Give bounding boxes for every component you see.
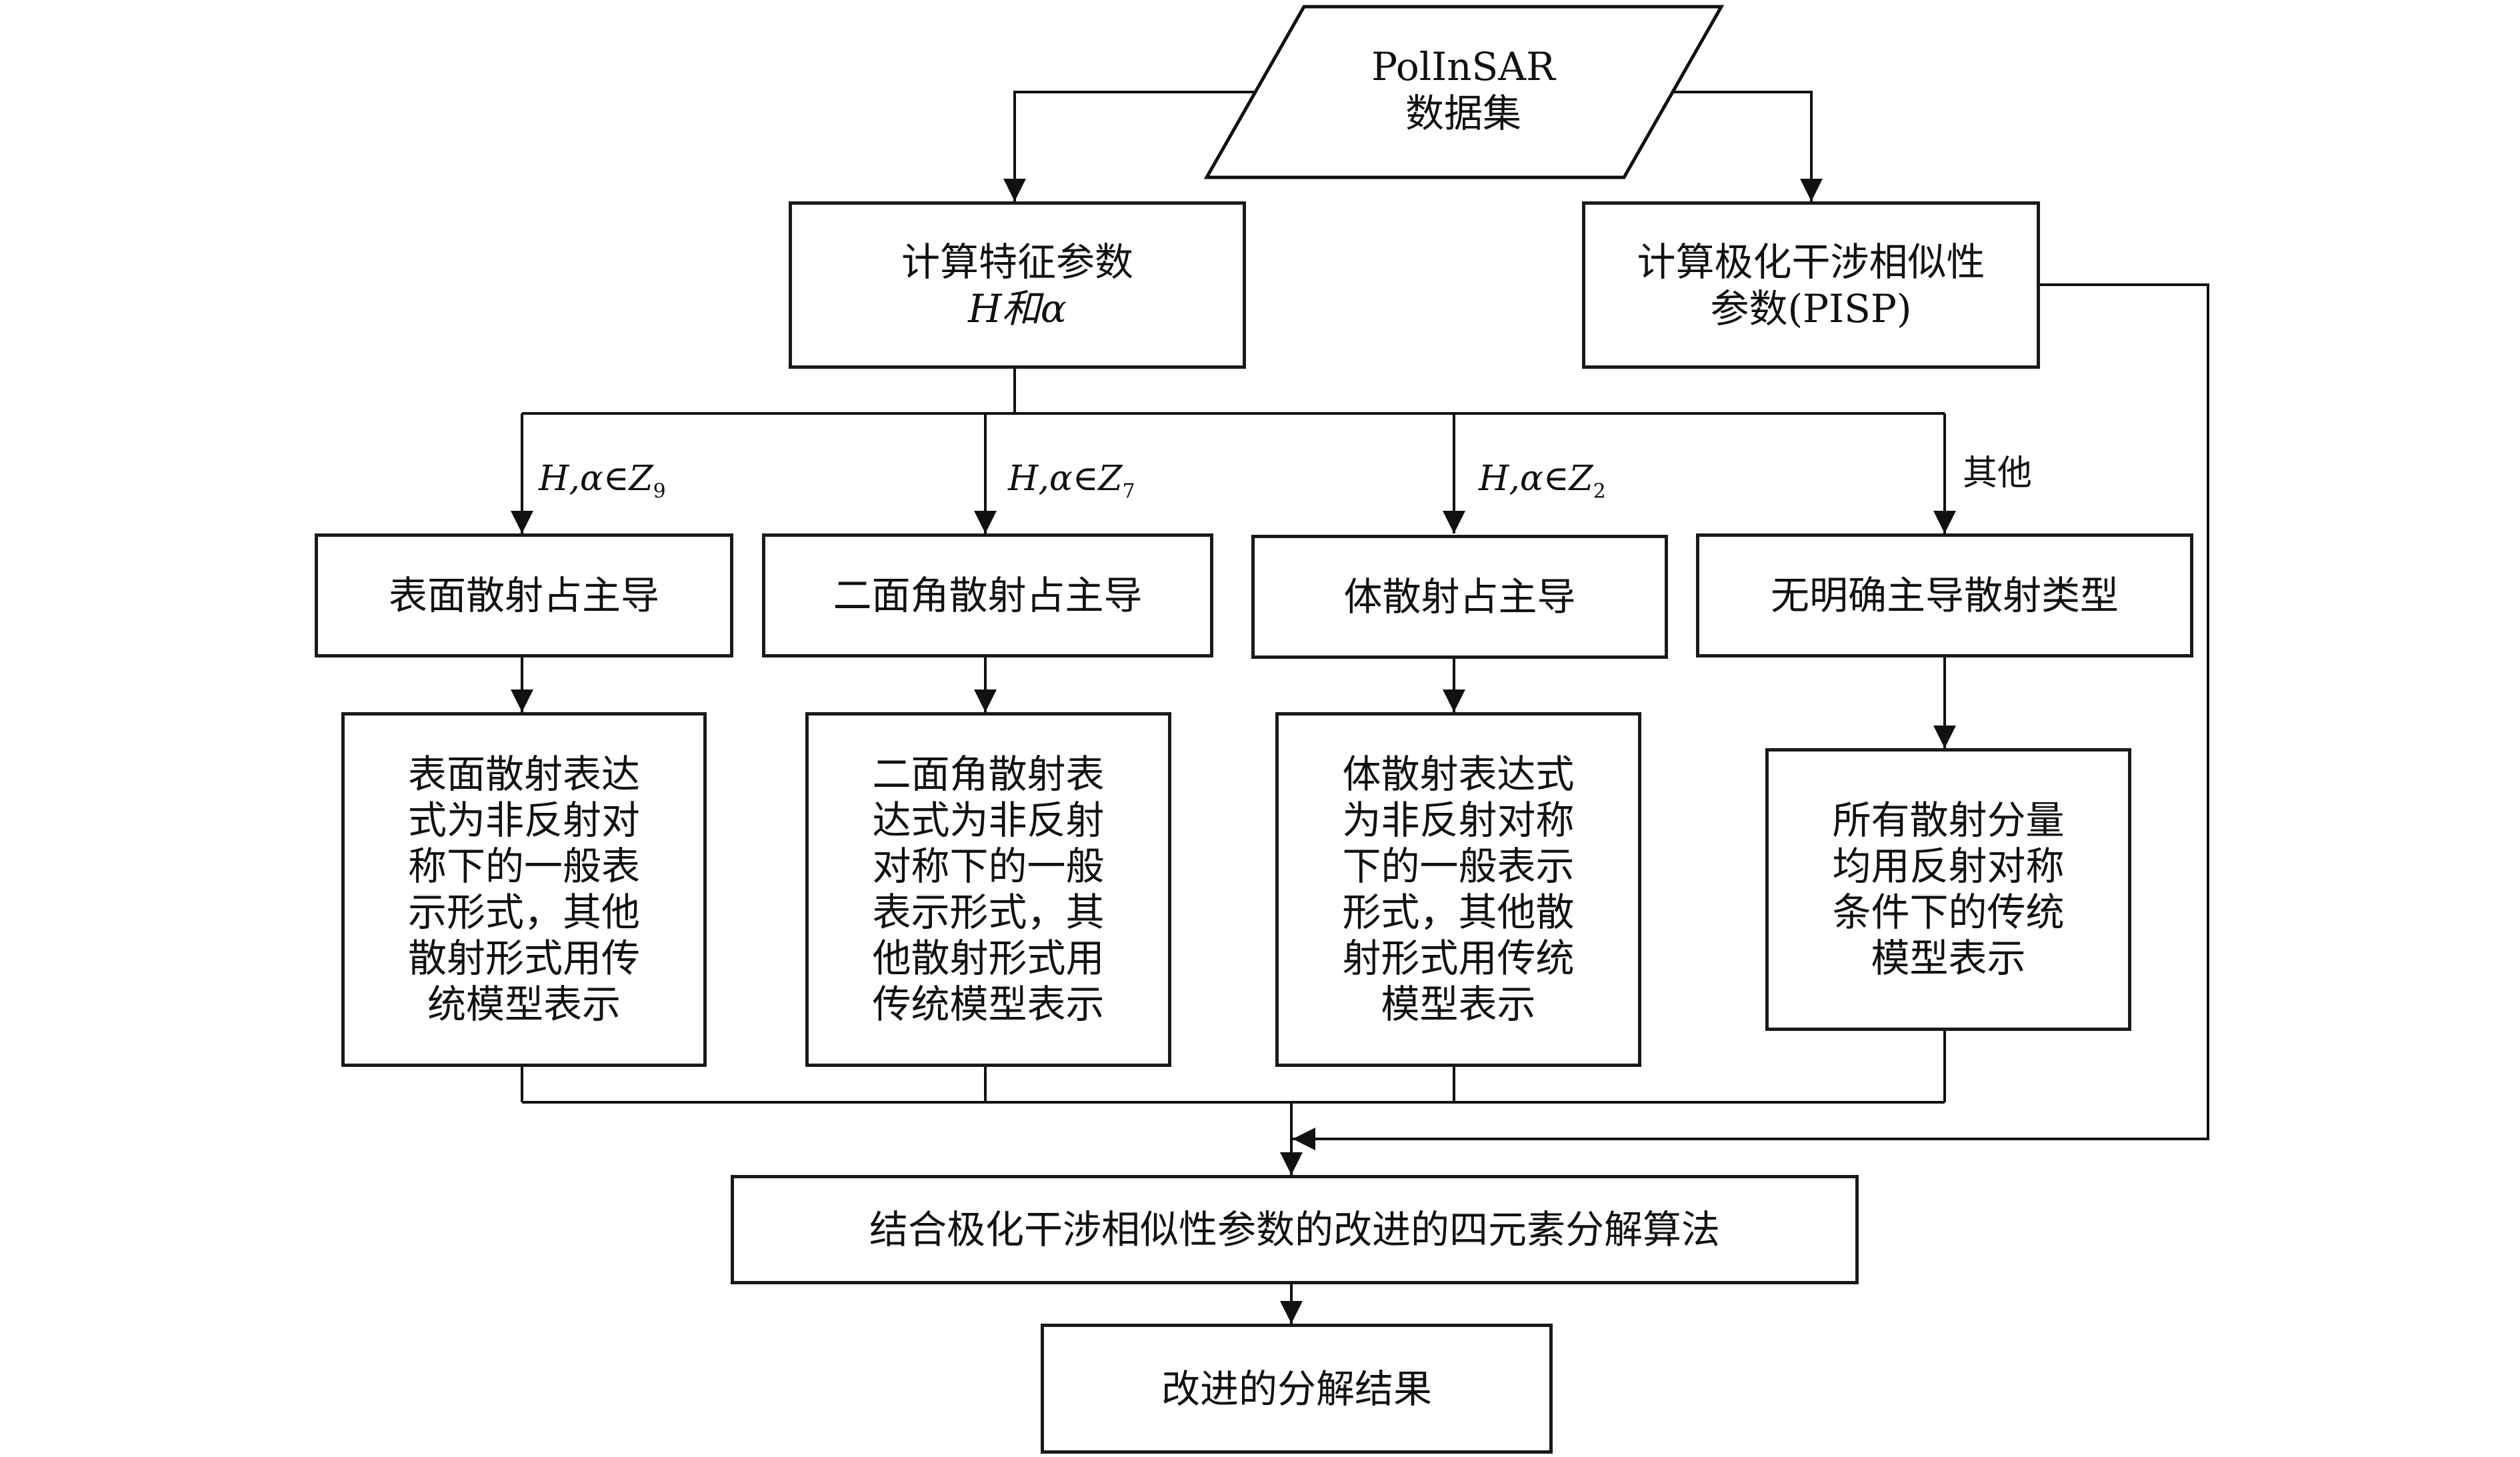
condition-label-3: H,α∈Z2 [1479, 459, 1606, 503]
calc-h-alpha-line1: 计算特征参数 [901, 239, 1133, 285]
input-parallelogram [1203, 5, 1725, 179]
calc-pisp-line1: 计算极化干涉相似性 [1637, 239, 1985, 285]
combine-algorithm-box: 结合极化干涉相似性参数的改进的四元素分解算法 [731, 1175, 1859, 1284]
arrow-pisp-to-combine [1293, 283, 2209, 1150]
branch-title-volume: 体散射占主导 [1251, 535, 1668, 659]
condition-label-2: H,α∈Z7 [1008, 459, 1135, 503]
branch-desc-no-dominant: 所有散射分量 均用反射对称 条件下的传统 模型表示 [1765, 748, 2131, 1031]
calc-pisp-line2: 参数(PISP) [1710, 285, 1912, 331]
branch-desc-surface: 表面散射表达 式为非反射对 称下的一般表 示形式，其他 散射形式用传 统模型表示 [341, 712, 707, 1067]
branch-desc-volume: 体散射表达式 为非反射对称 下的一般表示 形式，其他散 射形式用传统 模型表示 [1275, 712, 1641, 1067]
condition-label-4: 其他 [1963, 453, 2033, 493]
calc-h-alpha-line2: H和α [968, 285, 1067, 331]
branch-title-no-dominant: 无明确主导散射类型 [1696, 533, 2193, 657]
result-box: 改进的分解结果 [1041, 1324, 1553, 1454]
input-data-node: PolInSAR 数据集 [1247, 27, 1680, 153]
branch-title-double-bounce: 二面角散射占主导 [762, 533, 1213, 657]
arrow-input-to-calc-h-alpha [1003, 91, 1255, 201]
input-label-line1: PolInSAR [1371, 44, 1555, 89]
condition-label-1: H,α∈Z9 [539, 459, 666, 503]
input-label-line2: 数据集 [1405, 91, 1521, 136]
branch-title-surface: 表面散射占主导 [315, 533, 733, 657]
arrow-input-to-calc-pisp [1673, 91, 1823, 201]
calc-h-alpha-box: 计算特征参数 H和α [789, 201, 1246, 369]
branch-desc-double-bounce: 二面角散射表 达式为非反射 对称下的一般 表示形式，其 他散射形式用 传统模型表… [805, 712, 1171, 1067]
calc-pisp-box: 计算极化干涉相似性 参数(PISP) [1582, 201, 2040, 369]
